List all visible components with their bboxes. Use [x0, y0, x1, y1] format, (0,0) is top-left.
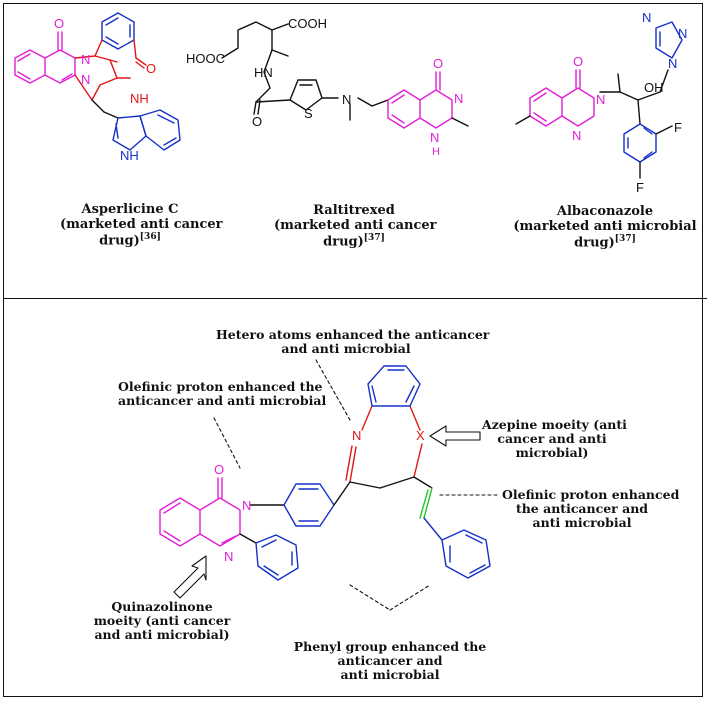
alb-f2: F	[636, 180, 644, 195]
asp-indole-nh: NH	[120, 148, 139, 163]
quinazolinone-line3: and anti microbial)	[94, 627, 230, 642]
phenyl-line3: anti microbial	[340, 667, 440, 682]
asp-n1: N	[81, 52, 90, 67]
ralt-n3: N	[454, 91, 463, 106]
ralt-carbonyl-o: O	[252, 114, 262, 129]
hetero-line2: and anti microbial	[281, 341, 411, 356]
raltitrexed-ref: [37]	[363, 233, 385, 244]
hybrid-structure	[159, 365, 491, 581]
azepine-line2: cancer and anti	[497, 431, 607, 446]
alb-oh: OH	[644, 80, 664, 95]
asperlicine-c-structure	[14, 12, 181, 151]
azepine-annotation: Azepine moeity (anti cancer and anti mic…	[482, 417, 627, 460]
azepine-line1: Azepine moeity (anti	[482, 417, 627, 432]
azepine-line3: microbial)	[515, 445, 589, 460]
arrows	[173, 425, 481, 599]
asp-n2: N	[81, 72, 90, 87]
alb-triazole-n4: N	[642, 10, 651, 25]
asperlicine-caption: Asperlicine C (marketed anti cancer drug…	[60, 202, 223, 249]
albaconazole-structure	[515, 21, 683, 179]
hetero-annotation: Hetero atoms enhanced the anticancer and…	[216, 327, 490, 356]
ralt-hn: HN	[254, 65, 273, 80]
raltitrexed-line2: (marketed anti cancer	[274, 217, 437, 233]
albaconazole-ref: [37]	[614, 234, 636, 245]
ralt-n1: N	[430, 130, 439, 145]
hyb-n1: N	[224, 549, 233, 564]
ralt-oxygen: O	[433, 56, 443, 71]
olefin-left-line1: Olefinic proton enhanced the	[118, 379, 323, 394]
raltitrexed-line3: drug)	[323, 234, 364, 250]
quinazolinone-line1: Quinazolinone	[111, 599, 213, 614]
ralt-h: H	[432, 146, 440, 158]
alb-n3: N	[596, 92, 605, 107]
ralt-sulfur: S	[304, 106, 313, 121]
phenyl-line2: anticancer and	[337, 653, 443, 668]
phenyl-annotation: Phenyl group enhanced the anticancer and…	[290, 640, 490, 682]
olefin-right-annotation: Olefinic proton enhanced the anticancer …	[502, 487, 680, 530]
section-divider	[3, 298, 707, 299]
figure-border	[3, 3, 703, 697]
hyb-azepine-x: X	[416, 428, 425, 443]
leader-lines	[213, 359, 501, 611]
albaconazole-caption: Albaconazole (marketed anti microbial dr…	[510, 204, 700, 251]
asperlicine-name: Asperlicine C	[81, 202, 179, 217]
asperlicine-line3: drug)	[99, 233, 140, 249]
olefin-right-line1: Olefinic proton enhanced	[502, 487, 680, 502]
asperlicine-line2: (marketed anti cancer	[60, 216, 223, 232]
asp-nh: NH	[130, 91, 149, 106]
alb-n1: N	[572, 128, 581, 143]
alb-f1: F	[674, 120, 682, 135]
raltitrexed-structure	[221, 21, 469, 129]
ralt-cooh: COOH	[288, 16, 327, 31]
hetero-line1: Hetero atoms enhanced the anticancer	[216, 327, 490, 342]
phenyl-line1: Phenyl group enhanced the	[293, 639, 487, 654]
alb-triazole-n1: N	[668, 56, 677, 71]
alb-oxygen: O	[573, 54, 583, 69]
ralt-amine-n: N	[342, 92, 351, 107]
hyb-azepine-n: N	[352, 428, 361, 443]
albaconazole-line3: drug)	[574, 235, 615, 251]
olefin-left-annotation: Olefinic proton enhanced the anticancer …	[118, 379, 327, 408]
raltitrexed-caption: Raltitrexed (marketed anti cancer drug)[…	[274, 203, 437, 250]
olefin-left-line2: anticancer and anti microbial	[118, 393, 327, 408]
hyb-n3: N	[242, 498, 251, 513]
asp-amide-o: O	[146, 61, 156, 76]
alb-triazole-n2: N	[678, 26, 687, 41]
olefin-right-line3: anti microbial	[532, 515, 632, 530]
ralt-hooc: HOOC	[186, 51, 225, 66]
quinazolinone-annotation: Quinazolinone moeity (anti cancer and an…	[92, 600, 232, 642]
quinazolinone-line2: moeity (anti cancer	[93, 613, 231, 628]
asperlicine-ref: [36]	[139, 232, 161, 243]
albaconazole-line2: (marketed anti microbial	[513, 218, 697, 234]
raltitrexed-name: Raltitrexed	[313, 203, 395, 218]
hyb-oxygen: O	[214, 462, 224, 477]
albaconazole-name: Albaconazole	[556, 204, 654, 219]
olefin-right-line2: the anticancer and	[515, 501, 649, 516]
asp-oxygen: O	[54, 16, 64, 31]
